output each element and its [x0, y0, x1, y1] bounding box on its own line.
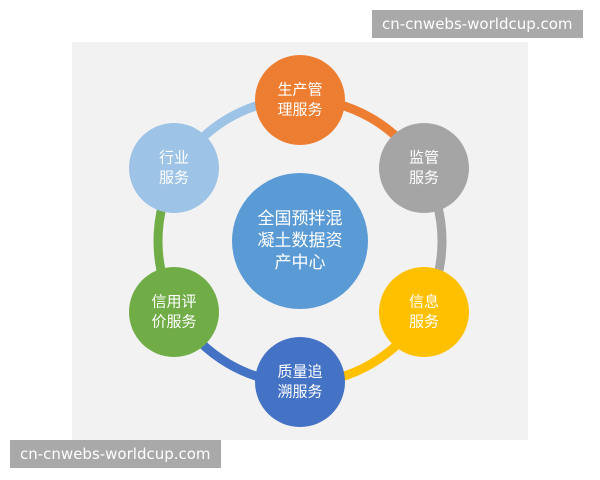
node-industry-line-1: 行业 [159, 149, 189, 167]
node-supervision: 监管 服务 [379, 123, 469, 213]
node-industry-line-2: 服务 [159, 169, 189, 187]
node-information-circle [379, 267, 469, 357]
node-production-line-2: 理服务 [277, 101, 322, 119]
watermark-bottom: cn-cnwebs-worldcup.com [10, 440, 221, 468]
node-information-line-2: 服务 [409, 313, 439, 331]
node-credit: 信用评 价服务 [129, 267, 219, 357]
node-information-line-1: 信息 [409, 293, 439, 311]
node-credit-circle [129, 267, 219, 357]
node-industry-circle [129, 123, 219, 213]
center-label-line-1: 全国预拌混 [258, 209, 343, 229]
node-credit-line-1: 信用评 [151, 293, 196, 311]
center-node: 全国预拌混 凝土数据资 产中心 [232, 173, 368, 309]
node-production-circle [255, 55, 345, 145]
watermark-top: cn-cnwebs-worldcup.com [372, 10, 583, 38]
center-label-line-3: 产中心 [275, 253, 326, 273]
node-credit-line-2: 价服务 [151, 313, 196, 331]
node-information: 信息 服务 [379, 267, 469, 357]
node-quality-circle [255, 337, 345, 427]
center-label-line-2: 凝土数据资 [258, 231, 343, 251]
node-industry: 行业 服务 [129, 123, 219, 213]
node-production-line-1: 生产管 [277, 81, 322, 99]
node-quality: 质量追 溯服务 [255, 337, 345, 427]
node-quality-line-2: 溯服务 [277, 383, 322, 401]
node-supervision-circle [379, 123, 469, 213]
node-supervision-line-1: 监管 [409, 149, 439, 167]
node-quality-line-1: 质量追 [277, 363, 322, 381]
node-supervision-line-2: 服务 [409, 169, 439, 187]
node-production: 生产管 理服务 [255, 55, 345, 145]
center-circle [232, 173, 368, 309]
